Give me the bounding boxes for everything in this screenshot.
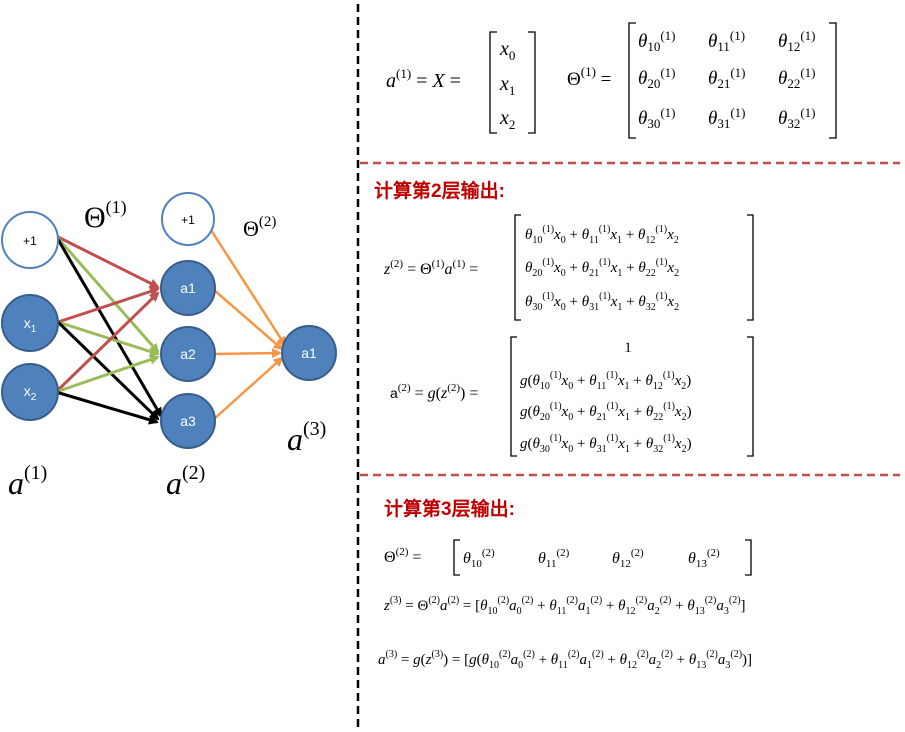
svg-text:z(2) = Θ(1)a(1) =: z(2) = Θ(1)a(1) = <box>383 258 478 278</box>
edge-a3-out <box>213 356 284 420</box>
theta2-cell-2: θ12(2) <box>612 547 644 570</box>
theta1-matrix-bracket-right <box>829 22 837 139</box>
hidden-bias-label: +1 <box>181 213 195 227</box>
theta1-cell-31: θ31(1) <box>708 105 746 131</box>
theta1-network-label: Θ(1) <box>84 197 127 234</box>
x-vector-bracket-right <box>528 31 536 134</box>
a3-equation: a(3) = g(z(3)) = [g(θ10(2)a0(2) + θ11(2)… <box>378 649 752 671</box>
output-layer: a1 <box>281 325 337 381</box>
edge-bias-a1 <box>55 234 160 289</box>
input-node-x1 <box>1 294 59 352</box>
svg-text:a(2) = g(z(2)) =: a(2) = g(z(2)) = <box>390 382 478 402</box>
edge-x1-a1 <box>57 286 160 324</box>
hidden-layer: +1 a1 a2 a3 <box>160 192 216 449</box>
layer2-edges <box>209 229 287 420</box>
z2-rows: θ10(1)x0 + θ11(1)x1 + θ12(1)x2 θ20(1)x0 +… <box>525 224 679 313</box>
theta1-matrix-bracket-left <box>628 22 636 139</box>
edge-bias-a3 <box>54 235 163 418</box>
input-bias-node <box>1 211 59 269</box>
x-vector-x1: x1 <box>499 73 515 98</box>
theta2-cell-1: θ11(2) <box>538 547 570 570</box>
hidden-a1-label: a1 <box>180 280 196 296</box>
theta2-bracket-left <box>453 539 460 576</box>
theta2-network-label: Θ(2) <box>243 214 276 241</box>
x-vector-x2: x2 <box>499 107 515 132</box>
a2-row-3: g(θ30(1)x0 + θ31(1)x1 + θ32(1)x2) <box>520 433 692 455</box>
section3-heading: 计算第3层输出: <box>384 497 515 520</box>
edge-hbias-out <box>209 229 287 347</box>
theta1-cell-11: θ11(1) <box>708 28 745 54</box>
a2-row-1: g(θ10(1)x0 + θ11(1)x1 + θ12(1)x2) <box>520 370 691 392</box>
z2-bracket-right <box>747 214 754 321</box>
edge-x2-a2 <box>55 354 160 394</box>
hidden-a3-label: a3 <box>180 413 196 429</box>
edge-a2-out <box>213 348 282 359</box>
z2-row-1: θ10(1)x0 + θ11(1)x1 + θ12(1)x2 <box>525 224 679 246</box>
z2-equation: z(2) = Θ(1)a(1) = <box>383 214 754 321</box>
theta1-cell-32: θ32(1) <box>778 105 816 131</box>
a2-rows: g(θ10(1)x0 + θ11(1)x1 + θ12(1)x2) g(θ20(1… <box>520 370 692 455</box>
theta1-equals: Θ(1) = <box>567 64 611 90</box>
layer1-label: a(1) <box>8 462 47 501</box>
a2-equation: a(2) = g(z(2)) = 1 <box>390 336 754 457</box>
z2-bracket-left <box>514 214 521 321</box>
layer3-label: a(3) <box>287 418 326 457</box>
x-vector-x0: x0 <box>499 38 515 63</box>
edge-x1-a2 <box>57 320 160 357</box>
output-a1-label: a1 <box>301 345 317 361</box>
layer1-edges <box>54 234 163 425</box>
theta1-cell-12: θ12(1) <box>778 28 816 54</box>
edge-a1-out <box>213 289 284 351</box>
theta2-cells: θ10(2) θ11(2) θ12(2) θ13(2) <box>463 547 720 570</box>
x-vector-bracket-left <box>489 31 497 134</box>
theta1-cell-22: θ22(1) <box>778 65 816 91</box>
theta2-cell-0: θ10(2) <box>463 547 495 570</box>
z2-row-2: θ20(1)x0 + θ21(1)x1 + θ22(1)x2 <box>525 257 679 279</box>
theta1-matrix-cells: θ10(1) θ11(1) θ12(1) θ20(1) θ21(1) θ22(1) θ30(… <box>638 28 816 131</box>
theta1-cell-21: θ21(1) <box>708 65 746 91</box>
z3-equation: z(3) = Θ(2)a(2) = [θ10(2)a0(2) + θ11(2)a… <box>383 595 746 617</box>
input-bias-label: +1 <box>23 234 37 248</box>
hidden-a2-label: a2 <box>180 346 196 362</box>
z2-row-3: θ30(1)x0 + θ31(1)x1 + θ32(1)x2 <box>525 291 679 313</box>
a1-equals-x: a(1) = X = <box>386 66 461 92</box>
hidden-bias-node <box>161 192 215 246</box>
theta2-bracket-right <box>745 539 752 576</box>
hidden-node-a2 <box>160 326 216 382</box>
theta1-cell-10: θ10(1) <box>638 28 676 54</box>
a2-row-2: g(θ20(1)x0 + θ21(1)x1 + θ22(1)x2) <box>520 401 692 423</box>
layer2-label: a(2) <box>166 462 205 501</box>
edge-bias-a2 <box>54 235 160 354</box>
edge-x1-a3 <box>56 320 160 421</box>
section2-heading: 计算第2层输出: <box>374 179 505 202</box>
theta1-cell-30: θ30(1) <box>638 105 676 131</box>
theta2-cell-3: θ13(2) <box>688 547 720 570</box>
section1: a(1) = X = x0 x1 x2 Θ(1) = <box>386 22 837 139</box>
edge-x2-a3 <box>55 390 159 425</box>
output-node-a1 <box>281 325 337 381</box>
hidden-node-a1 <box>160 260 216 316</box>
edge-x2-a1 <box>54 291 160 394</box>
input-layer: +1 x1 x2 <box>1 211 59 421</box>
a2-row-bias: 1 <box>624 340 632 356</box>
input-node-x2 <box>1 363 59 421</box>
theta1-cell-20: θ20(1) <box>638 65 676 91</box>
a2-bracket-right <box>747 336 754 457</box>
hidden-node-a3 <box>160 393 216 449</box>
svg-text:Θ(2) =: Θ(2) = <box>384 546 421 566</box>
theta2-vector: Θ(2) = <box>384 539 752 576</box>
a2-bracket-left <box>510 336 517 457</box>
